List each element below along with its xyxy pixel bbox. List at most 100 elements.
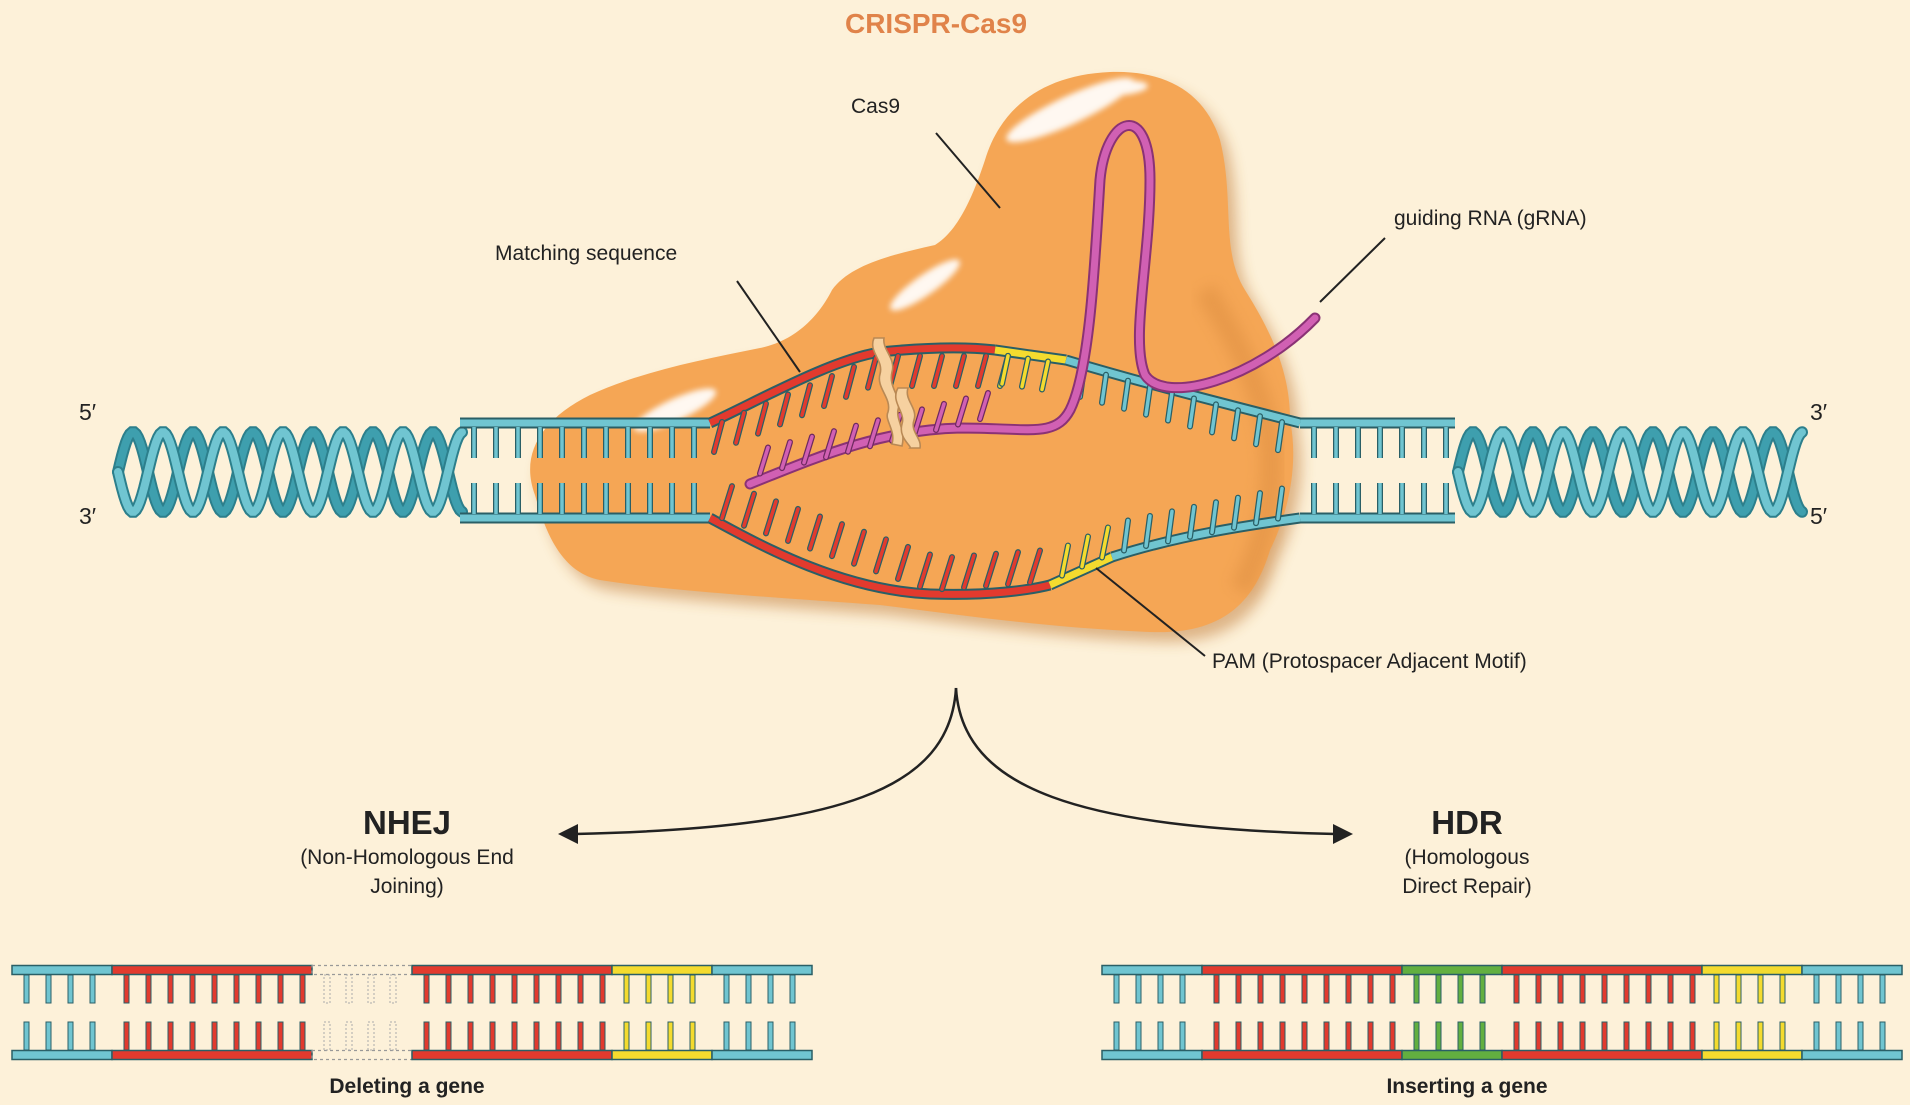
base-pair — [1624, 975, 1629, 1003]
base-pair — [168, 1022, 173, 1050]
base-pair — [690, 1022, 695, 1050]
base-pair — [1714, 975, 1719, 1003]
pam-segment — [1702, 966, 1802, 975]
nhej-dna-strip — [12, 966, 812, 1060]
base-pair — [190, 1022, 195, 1050]
base-pair — [1536, 975, 1541, 1003]
hdr-subtitle-2: Direct Repair) — [1402, 875, 1532, 898]
base-pair — [1780, 1022, 1785, 1050]
matching-segment — [1502, 966, 1702, 975]
base-pair — [24, 975, 29, 1003]
base-pair — [1758, 975, 1763, 1003]
base-pair — [1536, 1022, 1541, 1050]
base-pair — [468, 975, 473, 1003]
base-pair — [1858, 975, 1863, 1003]
base-pair — [234, 975, 239, 1003]
matching-top-strand — [880, 348, 995, 352]
base-pair — [190, 975, 195, 1003]
base-pair — [600, 1022, 605, 1050]
matching-label: Matching sequence — [495, 242, 677, 265]
matching-segment — [1202, 1051, 1402, 1060]
base-pair — [424, 975, 429, 1003]
arrowhead-left — [558, 824, 578, 844]
base-pair — [1458, 975, 1463, 1003]
base-pair — [1646, 1022, 1651, 1050]
nhej-subtitle-2: Joining) — [370, 875, 444, 898]
base-pair — [1668, 1022, 1673, 1050]
base-pair — [300, 1022, 305, 1050]
three-prime-left: 3′ — [79, 503, 96, 529]
base-pair — [1668, 975, 1673, 1003]
matching-segment — [112, 1051, 312, 1060]
hdr-dna-strip — [1102, 966, 1902, 1060]
base-pair — [578, 975, 583, 1003]
base-pair — [300, 975, 305, 1003]
base-pair — [46, 1022, 51, 1050]
base-pair — [1436, 975, 1441, 1003]
arrowhead-right — [1333, 824, 1353, 844]
dna-segment — [1102, 1051, 1202, 1060]
base-pair — [746, 975, 751, 1003]
three-prime-right: 3′ — [1810, 399, 1827, 425]
dna-segment — [1102, 966, 1202, 975]
base-pair — [212, 975, 217, 1003]
diagram-title: CRISPR-Cas9 — [845, 8, 1027, 39]
insert-segment — [1402, 966, 1502, 975]
base-pair — [668, 975, 673, 1003]
base-pair — [512, 1022, 517, 1050]
base-pair — [1436, 1022, 1441, 1050]
base-pair — [1836, 975, 1841, 1003]
dna-segment — [1802, 966, 1902, 975]
base-pair — [1214, 975, 1219, 1003]
base-pair — [1690, 975, 1695, 1003]
base-pair — [1324, 975, 1329, 1003]
base-pair — [446, 1022, 451, 1050]
base-pair — [690, 975, 695, 1003]
pam-label: PAM (Protospacer Adjacent Motif) — [1212, 650, 1527, 673]
base-pair — [1714, 1022, 1719, 1050]
base-pair — [124, 975, 129, 1003]
base-pair — [234, 1022, 239, 1050]
nhej-subtitle-1: (Non-Homologous End — [300, 846, 514, 869]
base-pair — [1514, 975, 1519, 1003]
base-pair — [1368, 975, 1373, 1003]
base-pair — [1780, 975, 1785, 1003]
base-pair — [1758, 1022, 1763, 1050]
arrow-to-hdr — [956, 688, 1336, 834]
base-pair — [1302, 1022, 1307, 1050]
base-pair — [1136, 975, 1141, 1003]
base-pair — [1814, 975, 1819, 1003]
base-pair — [1480, 975, 1485, 1003]
matching-segment — [412, 966, 612, 975]
base-pair — [124, 1022, 129, 1050]
base-pair — [1136, 1022, 1141, 1050]
deleted-segment — [312, 966, 412, 975]
base-pair — [746, 1022, 751, 1050]
base-pair — [1390, 975, 1395, 1003]
base-pair — [146, 1022, 151, 1050]
five-prime-right: 5′ — [1810, 503, 1827, 529]
base-pair — [724, 975, 729, 1003]
base-pair — [1880, 1022, 1885, 1050]
base-pair — [600, 975, 605, 1003]
base-pair — [1346, 975, 1351, 1003]
base-pair — [624, 1022, 629, 1050]
base-pair — [490, 1022, 495, 1050]
base-pair — [1836, 1022, 1841, 1050]
matching-segment — [112, 966, 312, 975]
base-pair — [1624, 1022, 1629, 1050]
base-pair — [768, 975, 773, 1003]
base-pair — [1236, 1022, 1241, 1050]
base-pair — [146, 975, 151, 1003]
base-pair — [646, 975, 651, 1003]
base-pair — [1880, 975, 1885, 1003]
base-pair — [1480, 1022, 1485, 1050]
base-pair — [578, 1022, 583, 1050]
base-pair — [168, 975, 173, 1003]
base-pair — [1646, 975, 1651, 1003]
base-pair — [468, 1022, 473, 1050]
hdr-subtitle-1: (Homologous — [1405, 846, 1530, 869]
base-pair — [1814, 1022, 1819, 1050]
base-pair — [1114, 975, 1119, 1003]
